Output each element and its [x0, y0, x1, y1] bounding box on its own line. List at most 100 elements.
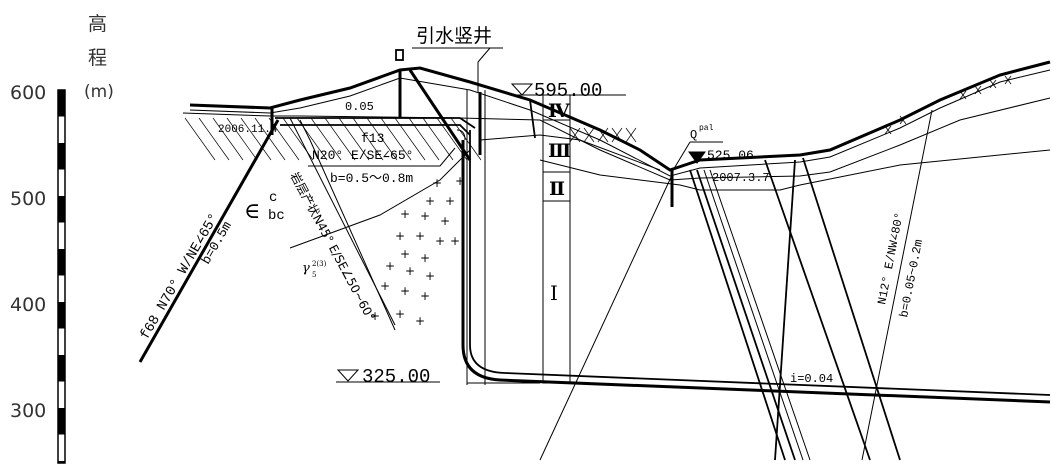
granite-plus: +: [395, 307, 405, 321]
hatch-line: [184, 117, 216, 161]
bottom-elevation: 325.00: [362, 366, 430, 388]
tick-400: 400: [10, 294, 46, 316]
axis-unit: (m): [84, 82, 114, 102]
hatch-line: [597, 127, 609, 143]
granite-plus: +: [400, 284, 410, 298]
hatch-line: [338, 117, 370, 161]
faults: [138, 109, 933, 461]
granite-symbol: γ: [302, 261, 310, 276]
hatch-line: [959, 90, 967, 100]
scale-segment: [58, 302, 65, 329]
rock-class-3: Ⅲ: [548, 140, 571, 162]
granite-plus: +: [405, 264, 415, 278]
fault-f13-attitude: N20° E/SE∠65°: [312, 148, 413, 163]
granite-plus: +: [445, 194, 455, 208]
scale-segment: [58, 408, 65, 435]
hatch-line: [240, 117, 272, 161]
headrace-shaft: 引水竖井: [412, 25, 1051, 404]
scale-segment: [58, 249, 65, 276]
rock-class-column: Ⅳ Ⅲ Ⅱ Ⅰ: [542, 94, 571, 384]
granite-pattern: ++++++++++++++++++++++: [370, 174, 465, 328]
hatch-line: [1004, 75, 1012, 85]
fault-f13: f13: [361, 131, 384, 146]
hatch-line: [212, 117, 244, 161]
date-right: 2007.3.7: [712, 171, 770, 185]
hatch-line: [989, 79, 997, 89]
dip-small: 0.05: [345, 100, 374, 114]
hatch-line: [408, 117, 440, 161]
hatch-line: [394, 117, 426, 161]
hatch-line: [974, 85, 982, 95]
granite-plus: +: [432, 176, 442, 190]
hatch-line: [611, 127, 623, 143]
hatch-line: [450, 117, 482, 161]
granite-plus: +: [425, 194, 435, 208]
strata-symbol: ∈: [244, 199, 260, 224]
granite-plus: +: [370, 309, 380, 323]
granite-plus: +: [420, 251, 430, 265]
axis-title-1: 高: [88, 13, 107, 35]
slope-label: i=0.04: [790, 372, 833, 386]
annotations: 0.05 f13 N20° E/SE∠65° b=0.5～0.8m f68 N7…: [137, 100, 926, 386]
weathered-zone-hatching: [184, 75, 1012, 161]
date-left: 2006.11.4: [218, 124, 278, 136]
rock-class-1: Ⅰ: [550, 281, 558, 305]
scale-segment: [58, 461, 65, 463]
rock-class-4: Ⅳ: [548, 100, 570, 122]
axis-title-2: 程: [88, 47, 107, 69]
shaft-title: 引水竖井: [416, 25, 492, 47]
ground-surface: [189, 60, 1051, 172]
scale-segment: [58, 90, 65, 117]
tick-500: 500: [10, 188, 46, 210]
scale-segment: [58, 196, 65, 223]
hatch-line: [884, 125, 892, 135]
granite-plus: +: [415, 229, 425, 243]
rock-class-2: Ⅱ: [549, 178, 565, 200]
granite-plus: +: [425, 269, 435, 283]
granite-plus: +: [415, 314, 425, 328]
quaternary-sup: pal: [699, 124, 714, 133]
granite-plus: +: [400, 247, 410, 261]
hatch-line: [422, 117, 454, 161]
elevation-axis: 高 程 (m) 600 500 400 300: [10, 13, 114, 464]
hatch-line: [583, 127, 595, 143]
top-elevation: 595.00: [534, 80, 602, 102]
fault-f13-width: b=0.5～0.8m: [330, 171, 413, 186]
elevation-marks: 595.00 325.00 525.06 Q pal 2007.3.7 2006…: [218, 80, 770, 388]
fault-f68: f68 N70° W/NE∠65°: [137, 211, 222, 343]
granite-plus: +: [395, 229, 405, 243]
granite-sub: 5: [312, 271, 316, 279]
hatch-line: [899, 115, 907, 125]
water-elevation: 525.06: [707, 148, 754, 163]
hatch-line: [254, 117, 286, 161]
granite-plus: +: [420, 289, 430, 303]
fault-right-width: b=0.05~0.2m: [897, 238, 926, 318]
granite-sup: 2(3): [312, 260, 327, 268]
hatch-line: [380, 117, 412, 161]
granite-plus: +: [380, 279, 390, 293]
granite-plus: +: [455, 174, 465, 188]
granite-plus: +: [440, 214, 450, 228]
granite-plus: +: [420, 209, 430, 223]
fault-f68: [138, 119, 280, 363]
scale-segment: [58, 355, 65, 382]
quaternary-label: Q: [690, 128, 697, 142]
hatch-line: [198, 117, 230, 161]
granite-plus: +: [385, 259, 395, 273]
hatch-line: [352, 117, 384, 161]
granite-plus: +: [435, 234, 445, 248]
granite-plus: +: [450, 234, 460, 248]
strata-sub: bc: [268, 208, 285, 224]
tick-600: 600: [10, 82, 46, 104]
tick-300: 300: [10, 400, 46, 422]
hatch-line: [324, 117, 356, 161]
hatch-line: [625, 127, 637, 143]
hatch-line: [310, 117, 342, 161]
scale-bar-segments: [58, 90, 65, 463]
hatch-line: [569, 127, 581, 143]
granite-plus: +: [400, 207, 410, 221]
strata-sup: c: [269, 190, 277, 206]
hatch-line: [366, 117, 398, 161]
